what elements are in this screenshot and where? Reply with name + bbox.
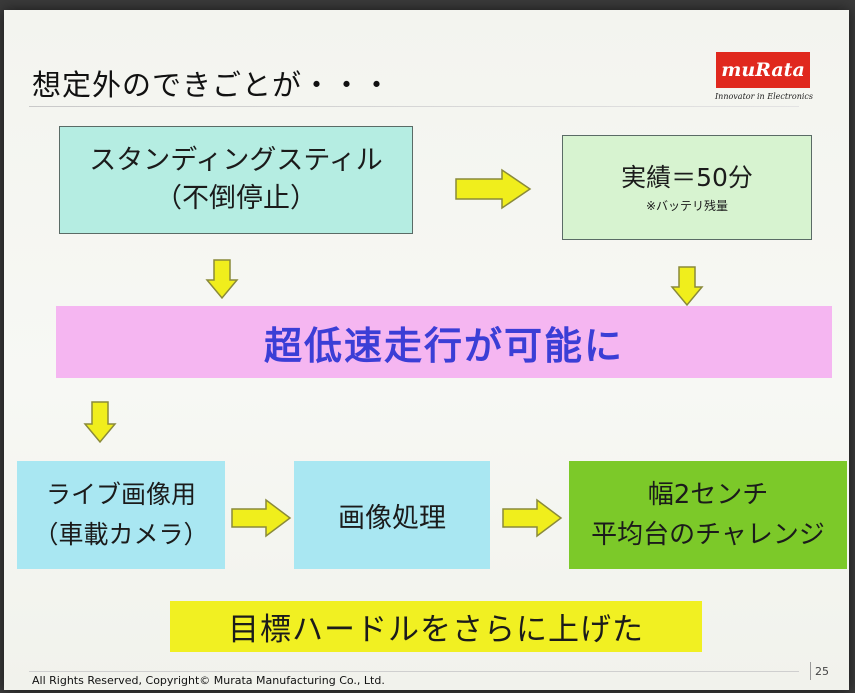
title-divider [29, 106, 799, 107]
right-arrow-icon [455, 168, 532, 210]
down-arrow-icon [83, 401, 117, 444]
result-label: 実績＝50分 [621, 162, 753, 192]
live-image-label: ライブ画像用 [45, 480, 196, 509]
right-arrow-icon [231, 498, 292, 538]
live-image-box: ライブ画像用 （車載カメラ） [17, 461, 225, 569]
standing-still-sublabel: （不倒停止） [155, 183, 317, 214]
live-image-sublabel: （車載カメラ） [33, 520, 209, 549]
standing-still-box: スタンディングスティル （不倒停止） [59, 126, 413, 234]
down-arrow-icon [670, 266, 704, 307]
footer-copyright: All Rights Reserved, Copyright© Murata M… [32, 674, 385, 687]
standing-still-label: スタンディングスティル [89, 145, 383, 176]
logo-tagline: Innovator in Electronics [715, 92, 813, 101]
result-note: ※バッテリ残量 [645, 198, 729, 213]
slide-title: 想定外のできごとが・・・ [32, 68, 393, 102]
slide: 想定外のできごとが・・・ muRata Innovator in Electro… [4, 10, 849, 690]
balance-beam-box: 幅2センチ 平均台のチャレンジ [569, 461, 847, 569]
right-arrow-icon [502, 498, 563, 538]
image-processing-label: 画像処理 [338, 502, 446, 534]
hurdle-label: 目標ハードルをさらに上げた [228, 612, 644, 648]
balance-beam-label: 幅2センチ [647, 480, 769, 510]
image-processing-box: 画像処理 [294, 461, 490, 569]
down-arrow-icon [205, 259, 239, 300]
hurdle-banner: 目標ハードルをさらに上げた [170, 601, 702, 652]
balance-beam-sublabel: 平均台のチャレンジ [591, 520, 825, 550]
page-number: 25 [810, 662, 833, 680]
ultra-slow-box: 超低速走行が可能に [56, 306, 832, 378]
murata-logo: muRata [716, 52, 810, 88]
footer-divider [29, 671, 799, 672]
result-box: 実績＝50分 ※バッテリ残量 [562, 135, 812, 240]
ultra-slow-label: 超低速走行が可能に [263, 323, 624, 368]
logo-brand: muRata [721, 59, 805, 81]
